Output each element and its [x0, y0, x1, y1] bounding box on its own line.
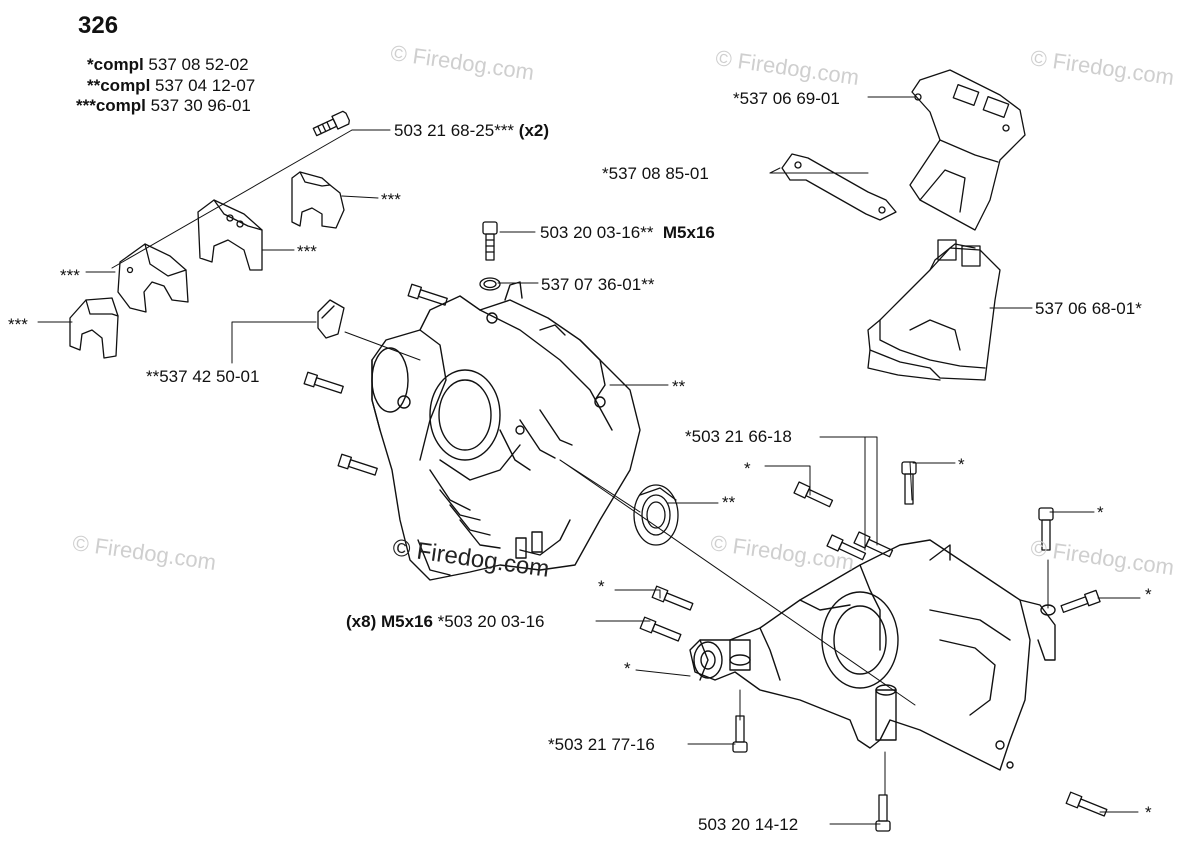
crankcase-bolts — [303, 283, 448, 476]
label-screw-77-16: *503 21 77-16 — [548, 735, 655, 754]
plate-537-06-69-01 — [909, 69, 1026, 231]
screw-503-20-03-16 — [482, 221, 498, 261]
label-triple-star: *** — [60, 266, 80, 285]
label-gasket: *537 08 85-01 — [602, 164, 709, 183]
label-star: * — [624, 659, 631, 678]
compl-number: 537 04 12-07 — [155, 76, 256, 95]
label-dowel: **537 42 50-01 — [146, 367, 260, 386]
compl-prefix: **compl — [87, 76, 151, 95]
label-triple-star: *** — [297, 242, 317, 261]
clamp-part-middle — [197, 199, 263, 271]
compl-line-1: *compl 537 08 52-02 — [87, 56, 249, 73]
label-screw-x2: 503 21 68-25*** (x2) — [394, 122, 549, 139]
label-star: * — [1097, 503, 1104, 522]
size: M5x16 — [662, 223, 715, 242]
quantity: (x8) M5x16 — [346, 612, 433, 631]
dowel-pin — [317, 299, 345, 339]
bearing — [633, 484, 679, 546]
quantity: (x2) — [518, 121, 550, 140]
gasket-537-08-85-01 — [781, 153, 897, 221]
bolt-503-21-68-25 — [312, 110, 350, 137]
label-triple-star: *** — [381, 190, 401, 209]
part-number: 503 21 68-25*** — [394, 121, 515, 140]
label-double-star: ** — [672, 377, 686, 396]
label-screw-14-12: 503 20 14-12 — [698, 815, 799, 834]
label-star: * — [1145, 803, 1152, 822]
crankcase-half-right — [689, 539, 1056, 771]
compl-line-2: **compl 537 04 12-07 — [87, 77, 255, 94]
label-cover: 537 06 68-01* — [1035, 299, 1142, 318]
clamp-part-top — [291, 171, 345, 229]
label-star: * — [1145, 585, 1152, 604]
page-number: 326 — [78, 12, 119, 39]
crankcase-half-left — [371, 281, 641, 581]
part-number: 503 20 03-16** — [540, 223, 654, 242]
label-star: * — [744, 459, 751, 478]
leader-lines — [37, 96, 1141, 825]
label-screw-66-18: *503 21 66-18 — [685, 427, 792, 446]
clamp-part-left — [117, 243, 189, 313]
label-star: * — [958, 455, 965, 474]
label-plate: *537 06 69-01 — [733, 89, 840, 108]
compl-number: 537 08 52-02 — [148, 55, 249, 74]
label-triple-star: *** — [8, 315, 28, 334]
right-side-screws — [639, 461, 1108, 832]
label-screw-m5x16-top: 503 20 03-16** M5x16 — [540, 224, 715, 241]
compl-prefix: ***compl — [76, 96, 146, 115]
compl-number: 537 30 96-01 — [150, 96, 251, 115]
compl-line-3: ***compl 537 30 96-01 — [76, 97, 251, 114]
label-double-star: ** — [722, 493, 736, 512]
cover-537-06-68-01 — [867, 239, 1001, 381]
compl-prefix: *compl — [87, 55, 144, 74]
label-screw-x8: (x8) M5x16 *503 20 03-16 — [346, 613, 545, 630]
label-star: * — [598, 577, 605, 596]
part-number: *503 20 03-16 — [437, 612, 545, 631]
label-ring: 537 07 36-01** — [541, 275, 655, 294]
clamp-part-bottom — [69, 297, 119, 359]
retaining-ring — [479, 277, 501, 291]
